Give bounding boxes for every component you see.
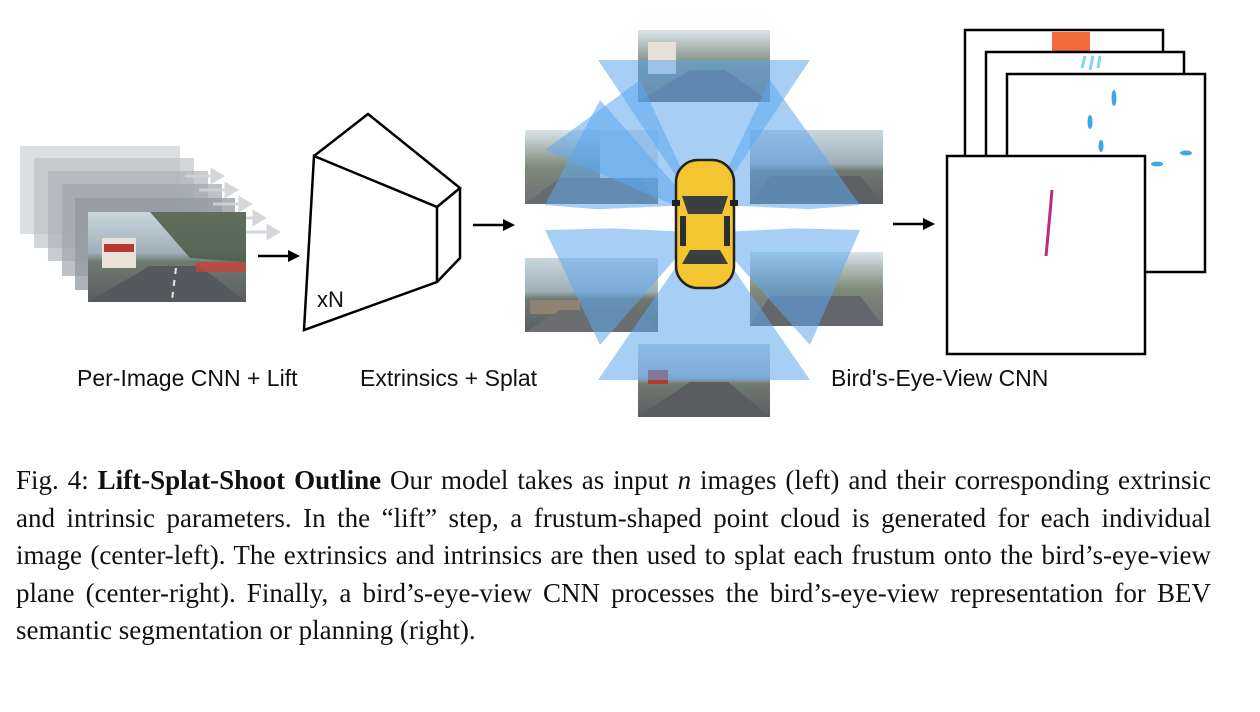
label-extrinsics-splat: Extrinsics + Splat: [360, 365, 538, 391]
frustum-diagram: [302, 112, 462, 332]
left-gap: [540, 205, 690, 232]
arrow-head: [288, 250, 300, 262]
frustum-back-right: [704, 226, 860, 345]
caption-fig-number: Fig. 4:: [16, 465, 89, 495]
frustum-back: [598, 226, 810, 380]
caption-text-part-2: images (left) and their corresponding ex…: [16, 465, 1211, 646]
label-bev-cnn: Bird's-Eye-View CNN: [831, 365, 1049, 391]
bev-vehicle-blob: [1052, 32, 1090, 52]
label-per-image-cnn: Per-Image CNN + Lift: [77, 365, 298, 391]
caption-text-part-1: Our model takes as input: [381, 465, 678, 495]
frustum-front-right: [704, 80, 860, 218]
bev-output-stack: [945, 28, 1207, 356]
arrow-head: [923, 218, 935, 230]
ego-car: [672, 158, 738, 290]
camera-image-stack: [20, 146, 281, 302]
figure-caption: Fig. 4: Lift-Splat-Shoot Outline Our mod…: [16, 462, 1211, 650]
right-gap: [720, 205, 870, 232]
lift-splat-shoot-figure: xN: [20, 28, 1207, 417]
figure-graphic: xN: [20, 28, 1207, 417]
splat-diagram: [525, 30, 883, 417]
front-camera-image: [88, 212, 246, 302]
frustum-multiplier: xN: [317, 287, 344, 312]
frustum-overlays: [545, 60, 860, 380]
caption-title: Lift-Splat-Shoot Outline: [97, 465, 382, 495]
bev-blue-marks: [1087, 90, 1192, 167]
arrow-head: [503, 219, 515, 231]
frustum-back-left: [545, 226, 704, 345]
bev-cyan-marks: [1080, 55, 1102, 71]
frustum-front: [598, 60, 810, 218]
frustum-left-wedge: [545, 100, 704, 218]
caption-variable-n: n: [677, 465, 692, 495]
bev-lane-mark: [1044, 189, 1054, 257]
